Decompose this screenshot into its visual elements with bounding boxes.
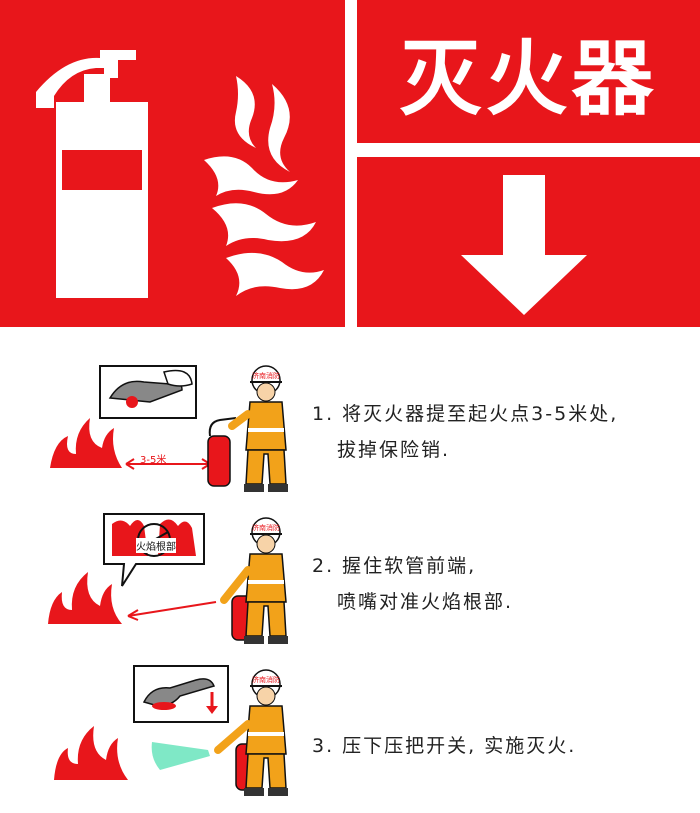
helmet-label: 济南消防 bbox=[252, 676, 280, 684]
step-3: 济南消防 3. 压下压把开关, 实施灭火. bbox=[0, 662, 700, 802]
step-2-text: 2. 握住软管前端, 喷嘴对准火焰根部. bbox=[312, 548, 513, 620]
step-3-line-1: 3. 压下压把开关, 实施灭火. bbox=[312, 735, 577, 757]
extinguisher-sign-panel bbox=[0, 0, 345, 327]
step-1: 3-5米 济南消防 1. 将灭火器提至起火点3-5米处, 拔掉保险销. bbox=[0, 358, 700, 498]
helmet-label: 济南消防 bbox=[252, 372, 280, 380]
distance-label: 3-5米 bbox=[140, 455, 167, 466]
step-2-line-1: 2. 握住软管前端, bbox=[312, 555, 477, 577]
title-panel: 灭火器 bbox=[357, 0, 700, 143]
step-2-line-2: 喷嘴对准火焰根部. bbox=[337, 591, 514, 613]
step-1-text: 1. 将灭火器提至起火点3-5米处, 拔掉保险销. bbox=[312, 396, 618, 468]
step-2: 火焰根部 济南消防 2. 握住软管前端, 喷嘴对准火焰根部. bbox=[0, 510, 700, 650]
fire-extinguisher-icon bbox=[36, 50, 148, 298]
arrow-panel bbox=[357, 157, 700, 327]
inset-label: 火焰根部 bbox=[136, 538, 176, 553]
step-3-illustration bbox=[54, 665, 288, 796]
step-1-illustration bbox=[50, 365, 288, 492]
down-arrow-icon bbox=[461, 175, 587, 315]
step-2-illustration bbox=[48, 513, 288, 644]
flame-icon bbox=[204, 76, 324, 296]
step-1-line-1: 1. 将灭火器提至起火点3-5米处, bbox=[312, 403, 619, 425]
sign-title: 灭火器 bbox=[399, 32, 658, 127]
step-1-line-2: 拔掉保险销. bbox=[337, 439, 451, 461]
step-3-text: 3. 压下压把开关, 实施灭火. bbox=[312, 728, 576, 764]
helmet-label: 济南消防 bbox=[252, 524, 280, 532]
